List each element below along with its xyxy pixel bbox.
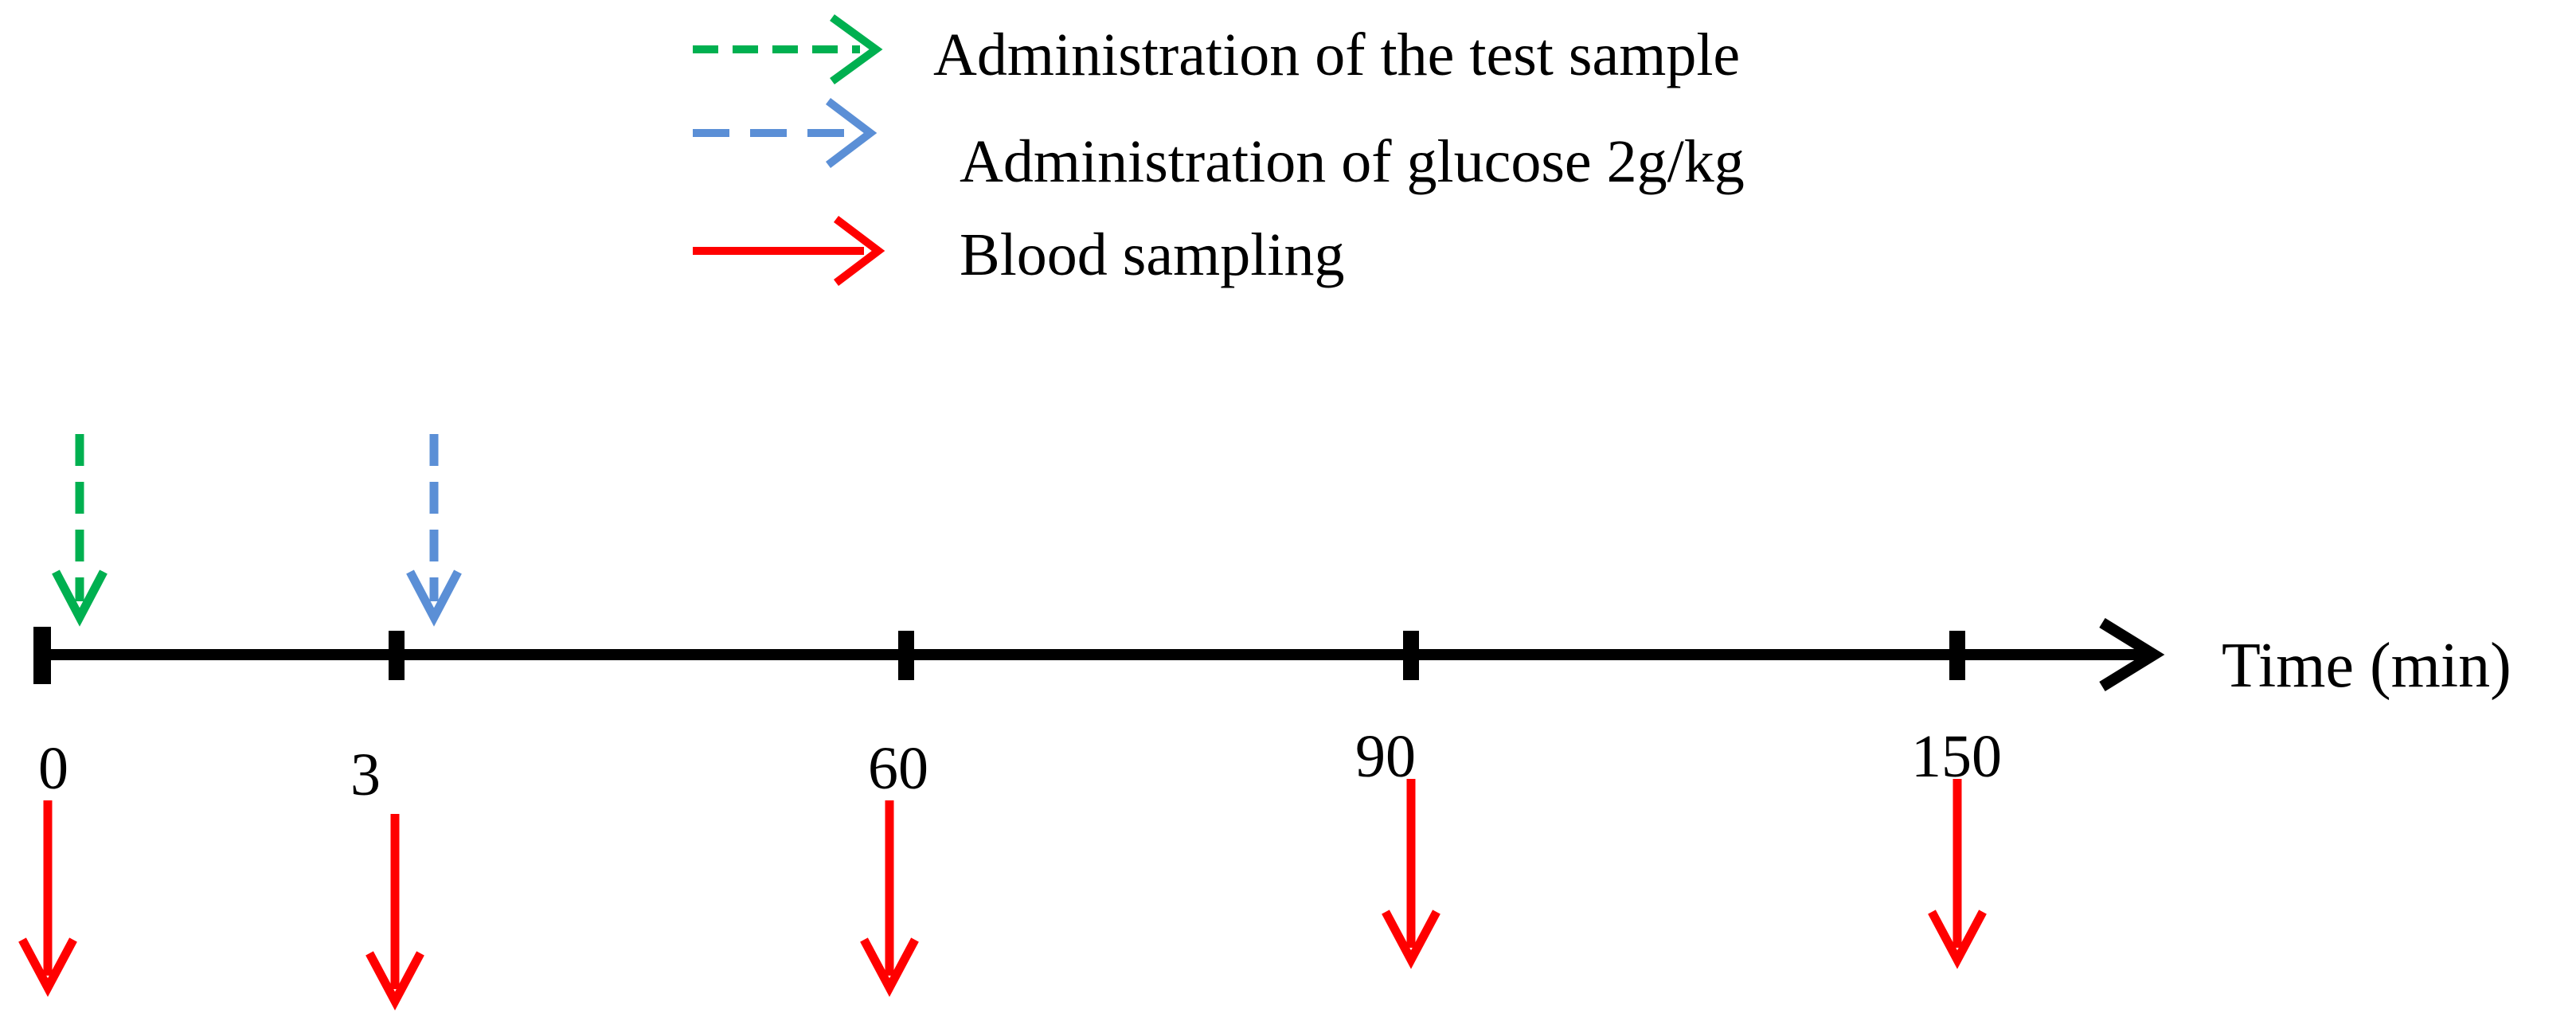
tick-label-60: 60 xyxy=(868,735,928,802)
legend: Administration of the test sample Admini… xyxy=(693,14,1745,288)
tick-label-90: 90 xyxy=(1355,723,1416,790)
tick-labels: 0 3 60 90 150 xyxy=(38,723,2002,808)
tick-label-0: 0 xyxy=(38,735,68,802)
axis-tick-150 xyxy=(1949,631,1965,680)
axis-tick-60 xyxy=(898,631,914,680)
axis-title: Time (min) xyxy=(2222,631,2512,701)
legend-item-glucose: Administration of glucose 2g/kg xyxy=(693,98,1745,195)
legend-label-glucose: Administration of glucose 2g/kg xyxy=(960,128,1745,195)
axis-tick-90 xyxy=(1403,631,1419,680)
green-dashed-arrow-icon xyxy=(693,14,883,85)
red-solid-arrow-icon xyxy=(693,216,885,286)
event-arrow-test-sample xyxy=(52,434,107,627)
legend-label-test-sample: Administration of the test sample xyxy=(933,22,1740,88)
event-arrow-glucose xyxy=(406,434,462,627)
legend-item-blood-sampling: Blood sampling xyxy=(693,216,1344,288)
axis-tick-3 xyxy=(389,631,405,680)
blood-sampling-arrow-90 xyxy=(1382,779,1440,969)
time-axis: Time (min) xyxy=(33,618,2512,701)
axis-start-cap xyxy=(33,627,51,684)
legend-label-blood-sampling: Blood sampling xyxy=(960,221,1344,288)
legend-item-test-sample: Administration of the test sample xyxy=(693,14,1740,88)
blood-sampling-arrow-150 xyxy=(1928,779,1987,969)
tick-label-3: 3 xyxy=(350,741,381,808)
blood-sampling-arrow-60 xyxy=(860,800,919,997)
blood-sampling-arrow-3 xyxy=(365,814,424,1011)
blood-sampling-arrows xyxy=(18,779,1987,1011)
blue-dashed-arrow-icon xyxy=(693,98,878,168)
blood-sampling-arrow-0 xyxy=(18,800,77,997)
